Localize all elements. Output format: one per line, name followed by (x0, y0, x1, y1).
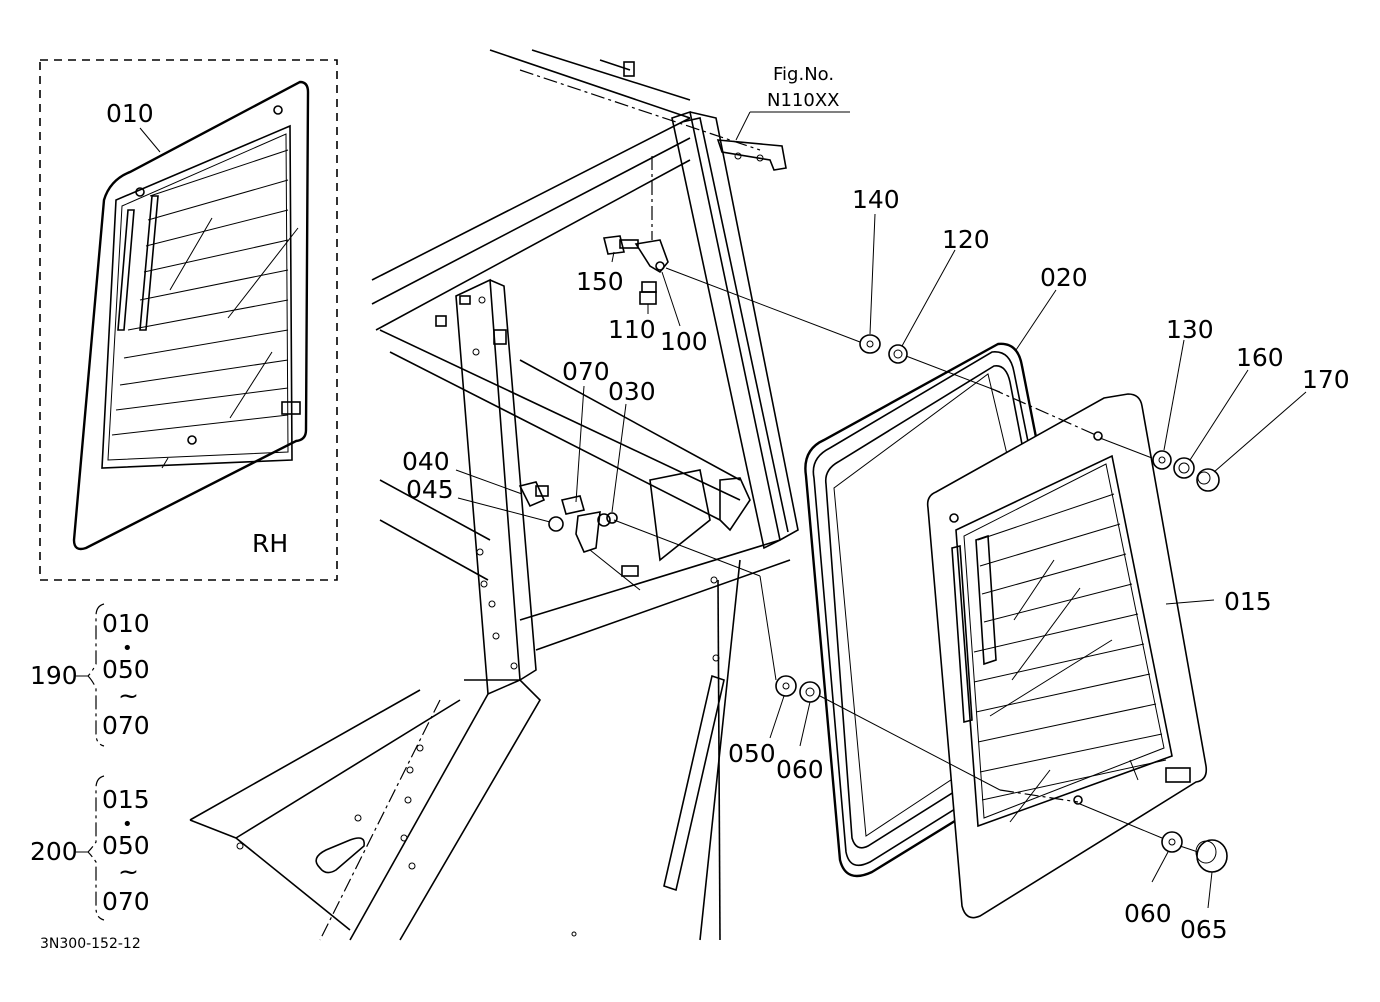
cab-frame (189, 49, 799, 941)
leader-lines (455, 111, 1307, 909)
washer-130 (1152, 450, 1172, 470)
callout-010: 010 (106, 99, 154, 128)
callout-110: 110 (608, 315, 656, 344)
callout-140: 140 (852, 185, 900, 214)
assembly-lines (613, 267, 1199, 853)
stud-110 (639, 281, 657, 305)
assembly-190-dot: • (122, 638, 133, 659)
assembly-190-bracket (76, 603, 105, 747)
assembly-200-last: 070 (102, 887, 150, 916)
callout-150: 150 (576, 267, 624, 296)
callout-160: 160 (1236, 343, 1284, 372)
assembly-190-mid: 050 (102, 655, 150, 684)
nut-120 (888, 344, 908, 364)
assembly-190-tilde: ~ (118, 681, 139, 710)
callout-060-left: 060 (776, 755, 824, 784)
callout-065: 065 (1180, 915, 1228, 944)
assembly-190-id: 190 (30, 661, 78, 690)
callout-120: 120 (942, 225, 990, 254)
callout-050: 050 (728, 739, 776, 768)
callout-015: 015 (1224, 587, 1272, 616)
latch-assembly (518, 481, 641, 591)
callout-030: 030 (608, 377, 656, 406)
hinge-bracket-100 (634, 156, 669, 274)
rh-inset (39, 59, 338, 581)
assembly-190-first: 010 (102, 609, 150, 638)
callout-100: 100 (660, 327, 708, 356)
nut-160 (1173, 457, 1195, 479)
bolt-150 (603, 235, 639, 255)
assembly-200-first: 015 (102, 785, 150, 814)
callout-070: 070 (562, 357, 610, 386)
drawing-code: 3N300-152-12 (40, 936, 141, 952)
washer-060a (799, 681, 821, 703)
assembly-200-mid: 050 (102, 831, 150, 860)
assembly-190-last: 070 (102, 711, 150, 740)
callout-060-right: 060 (1124, 899, 1172, 928)
callout-170: 170 (1302, 365, 1350, 394)
cap-065 (1195, 839, 1228, 873)
assembly-200-id: 200 (30, 837, 78, 866)
cap-nut-170 (1196, 468, 1220, 492)
callout-130: 130 (1166, 315, 1214, 344)
assembly-200-dot: • (122, 814, 133, 835)
assembly-200-bracket (76, 775, 105, 921)
washer-060b (1161, 831, 1183, 853)
callout-040: 040 (402, 447, 450, 476)
door-glass-015 (926, 393, 1208, 919)
callout-020: 020 (1040, 263, 1088, 292)
door-seal-020 (804, 342, 1093, 878)
side-label-rh: RH (252, 529, 288, 558)
washer-050 (775, 675, 797, 697)
callout-045: 045 (406, 475, 454, 504)
assembly-200-tilde: ~ (118, 857, 139, 886)
fig-no-label: Fig.No. (773, 64, 834, 85)
fig-no-value: N110XX (767, 90, 839, 111)
washer-140 (859, 334, 881, 354)
